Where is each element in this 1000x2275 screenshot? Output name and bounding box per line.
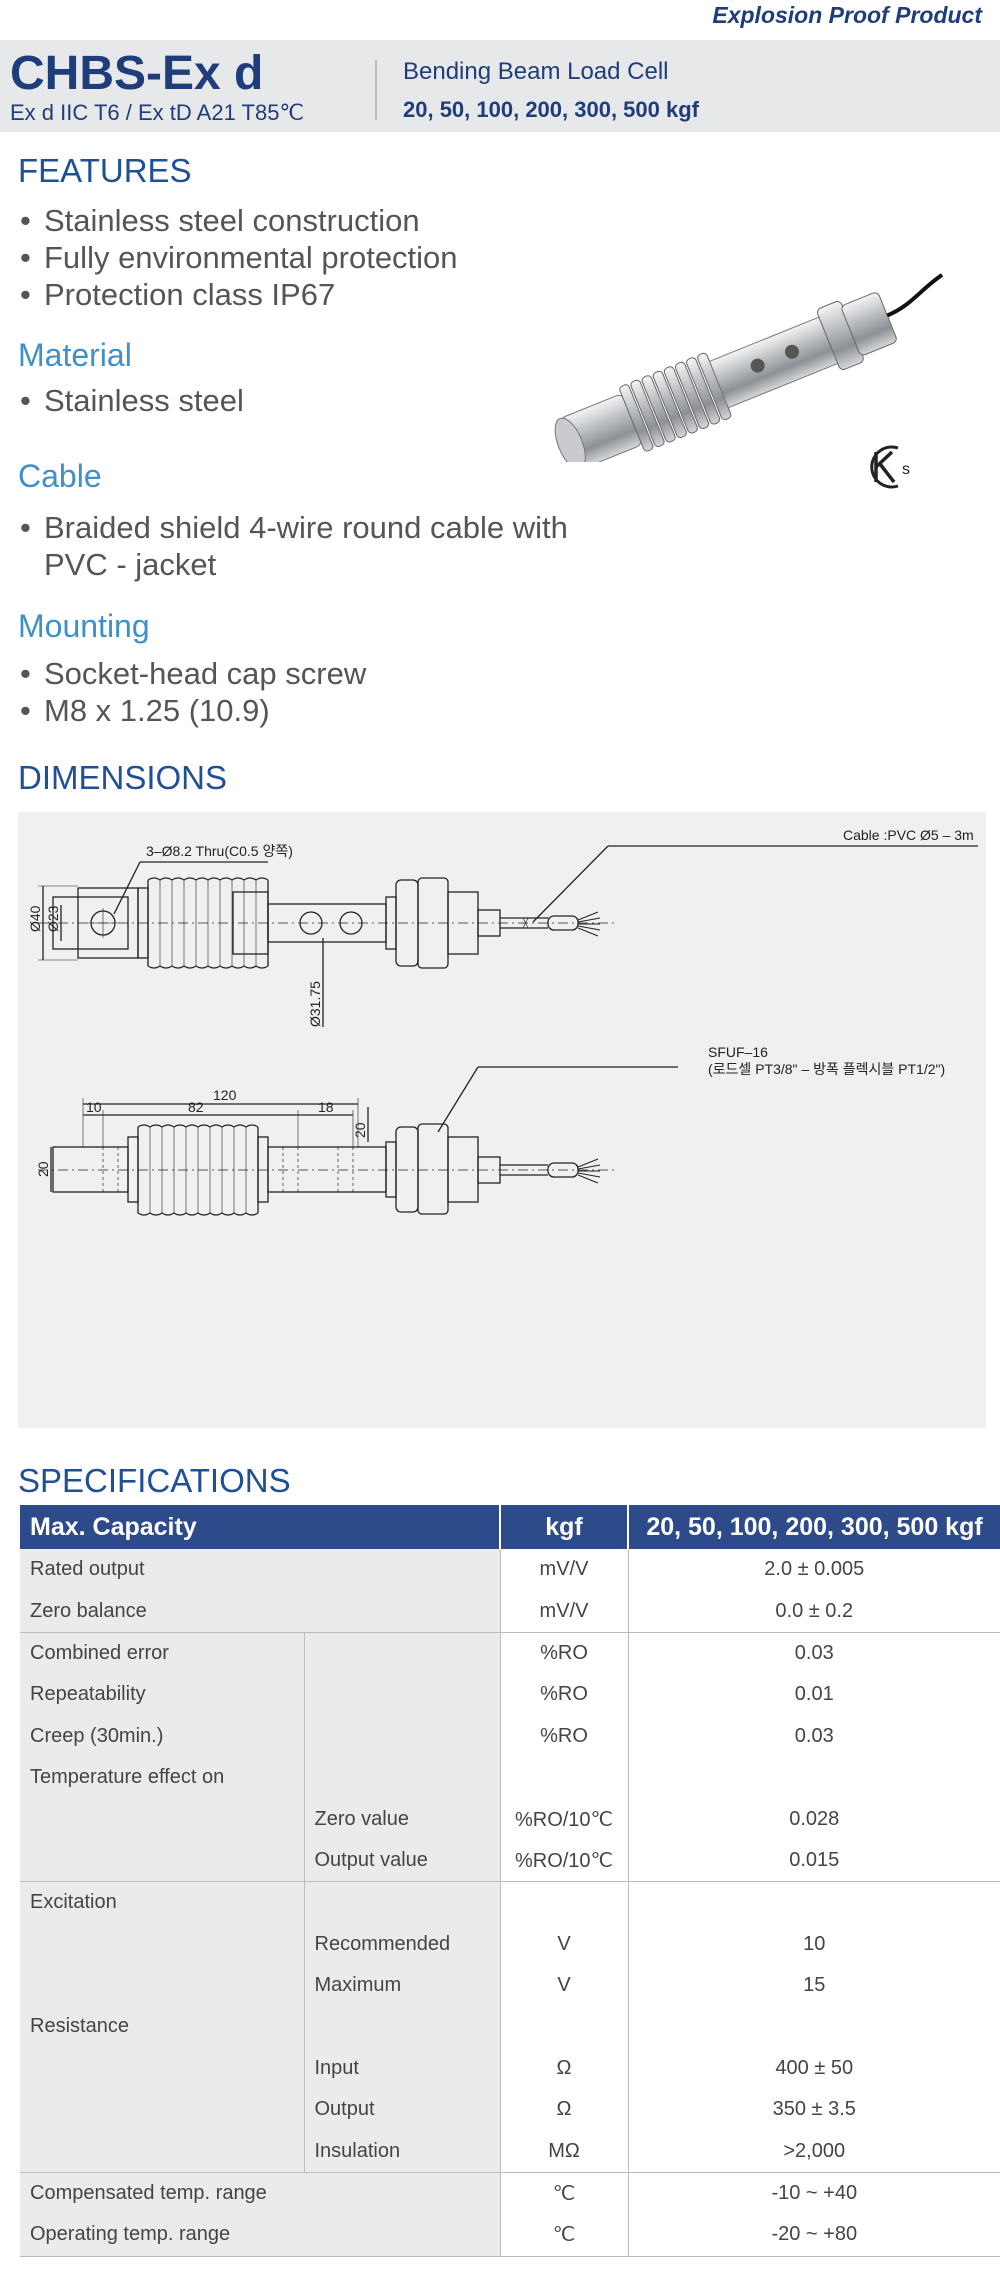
header-value: 20, 50, 100, 200, 300, 500 kgf (627, 1505, 1000, 1549)
specifications-heading: SPECIFICATIONS (18, 1462, 291, 1499)
features-heading: FEATURES (18, 152, 192, 189)
table-row: Maximum V 15 (20, 1964, 1000, 2007)
dim-d3175: Ø31.75 (307, 981, 323, 1027)
table-row: Operating temp. range ℃ -20 ~ +80 (20, 2214, 1000, 2257)
hole-callout: 3–Ø8.2 Thru(C0.5 양쪽) (146, 843, 293, 859)
header-unit: kgf (499, 1505, 628, 1549)
cable-heading: Cable (18, 458, 102, 494)
dim-18: 18 (318, 1099, 334, 1115)
feature-item: •Protection class IP67 (20, 277, 336, 312)
feature-item: •Fully environmental protection (20, 240, 458, 275)
mounting-heading: Mounting (18, 608, 150, 644)
material-item: •Stainless steel (20, 383, 244, 418)
table-row: Output Ω 350 ± 3.5 (20, 2089, 1000, 2131)
mounting-item: •Socket-head cap screw (20, 656, 367, 691)
table-row: Resistance (20, 2006, 1000, 2048)
fitting-note: (로드셀 PT3/8" – 방폭 플렉시블 PT1/2") (708, 1061, 945, 1077)
cable-callout: Cable :PVC Ø5 – 3m (843, 827, 974, 843)
dimension-drawing: 3–Ø8.2 Thru(C0.5 양쪽) Cable :PVC Ø5 – 3m … (18, 812, 986, 1428)
title-divider (375, 60, 377, 120)
dim-10: 10 (86, 1099, 102, 1115)
load-cell-photo (554, 273, 944, 462)
table-row: Combined error %RO 0.03 (20, 1631, 1000, 1675)
cable-item-continued: PVC - jacket (44, 547, 217, 582)
feature-item: •Stainless steel construction (20, 203, 420, 238)
dimensions-heading: DIMENSIONS (18, 759, 228, 796)
capacity-list: 20, 50, 100, 200, 300, 500 kgf (403, 97, 700, 122)
dim-d40: Ø40 (27, 905, 43, 932)
header-capacity: Max. Capacity (20, 1505, 500, 1549)
table-row: Rated output mV/V 2.0 ± 0.005 (20, 1549, 1000, 1591)
table-row: Repeatability %RO 0.01 (20, 1674, 1000, 1716)
table-row: Insulation MΩ >2,000 (20, 2130, 1000, 2173)
table-row: Recommended V 10 (20, 1923, 1000, 1965)
dim-82: 82 (188, 1099, 204, 1115)
dim-120: 120 (213, 1087, 237, 1103)
kcs-mark: s (870, 445, 910, 489)
model-name: CHBS-Ex d (10, 47, 264, 100)
explosion-proof-tag: Explosion Proof Product (712, 2, 982, 28)
fitting-callout: SFUF–16 (708, 1044, 768, 1060)
table-header-row: Max. Capacity kgf 20, 50, 100, 200, 300,… (20, 1505, 1000, 1549)
table-row: Temperature effect on (20, 1756, 1000, 1799)
title-bar (0, 40, 1000, 132)
cable-item: •Braided shield 4-wire round cable with (20, 510, 568, 545)
product-category: Bending Beam Load Cell (403, 58, 669, 85)
svg-text:s: s (902, 461, 910, 478)
material-heading: Material (18, 337, 132, 373)
table-row: Zero balance mV/V 0.0 ± 0.2 (20, 1590, 1000, 1633)
table-row: Excitation (20, 1881, 1000, 1924)
dim-d23: Ø23 (45, 905, 61, 932)
model-certification: Ex d IIC T6 / Ex tD A21 T85℃ (10, 100, 305, 125)
table-row: Creep (30min.) %RO 0.03 (20, 1715, 1000, 1757)
specifications-table: Max. Capacity kgf 20, 50, 100, 200, 300,… (20, 1505, 1000, 2257)
table-row: Zero value %RO/10℃ 0.028 (20, 1798, 1000, 1840)
table-row: Output value %RO/10℃ 0.015 (20, 1839, 1000, 1882)
table-row: Input Ω 400 ± 50 (20, 2047, 1000, 2090)
dim-20-left: 20 (35, 1161, 51, 1177)
dim-20-right: 20 (352, 1122, 368, 1138)
mounting-item: •M8 x 1.25 (10.9) (20, 693, 270, 728)
technical-drawing: 3–Ø8.2 Thru(C0.5 양쪽) Cable :PVC Ø5 – 3m … (27, 827, 978, 1216)
table-row: Compensated temp. range ℃ -10 ~ +40 (20, 2171, 1000, 2215)
